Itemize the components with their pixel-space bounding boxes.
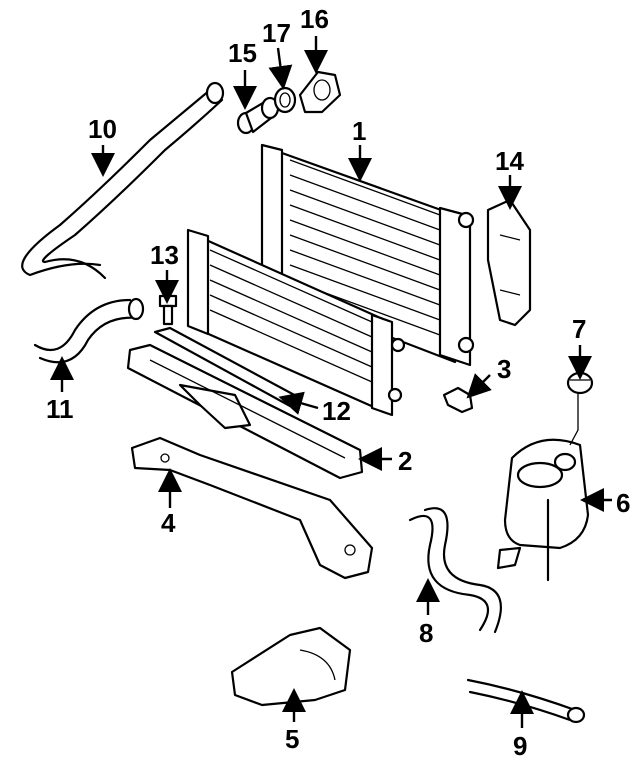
thermostat-part — [298, 70, 342, 114]
callout-1: 1 — [352, 116, 366, 146]
callout-10: 10 — [88, 114, 117, 144]
callout-5: 5 — [285, 724, 299, 754]
callout-11: 11 — [46, 394, 74, 424]
callout-14: 14 — [495, 146, 524, 176]
upper-hose-part — [21, 81, 225, 280]
callout-13: 13 — [150, 240, 179, 270]
lower-shield-part — [230, 626, 352, 707]
callout-7: 7 — [572, 314, 586, 344]
callout-15: 15 — [228, 38, 257, 68]
lower-hose-part — [408, 507, 502, 634]
small-hose-part — [466, 678, 586, 724]
callout-16: 16 — [300, 4, 329, 34]
thermostat-outlet-part — [236, 96, 280, 135]
reservoir-cap-part — [566, 371, 594, 395]
coolant-reservoir-part — [496, 392, 590, 582]
callout-9: 9 — [513, 731, 527, 761]
callout-8: 8 — [419, 618, 433, 648]
callout-6: 6 — [616, 488, 630, 518]
gasket-part — [273, 86, 297, 114]
left-hose-part — [33, 297, 145, 364]
callout-4: 4 — [161, 508, 176, 538]
bolt-part — [158, 294, 178, 326]
callout-3: 3 — [497, 354, 511, 384]
condenser-part — [186, 228, 406, 417]
leader-lines — [50, 36, 612, 728]
side-bracket-part — [486, 198, 532, 327]
callout-labels: 1 2 3 4 5 6 7 8 9 10 11 12 13 14 15 16 1… — [46, 4, 630, 761]
callout-2: 2 — [398, 446, 412, 476]
lower-support-part — [126, 326, 364, 480]
callout-12: 12 — [322, 396, 351, 426]
clip-part — [442, 386, 474, 414]
radiator-rear-part — [260, 143, 475, 367]
callout-17: 17 — [262, 18, 291, 48]
